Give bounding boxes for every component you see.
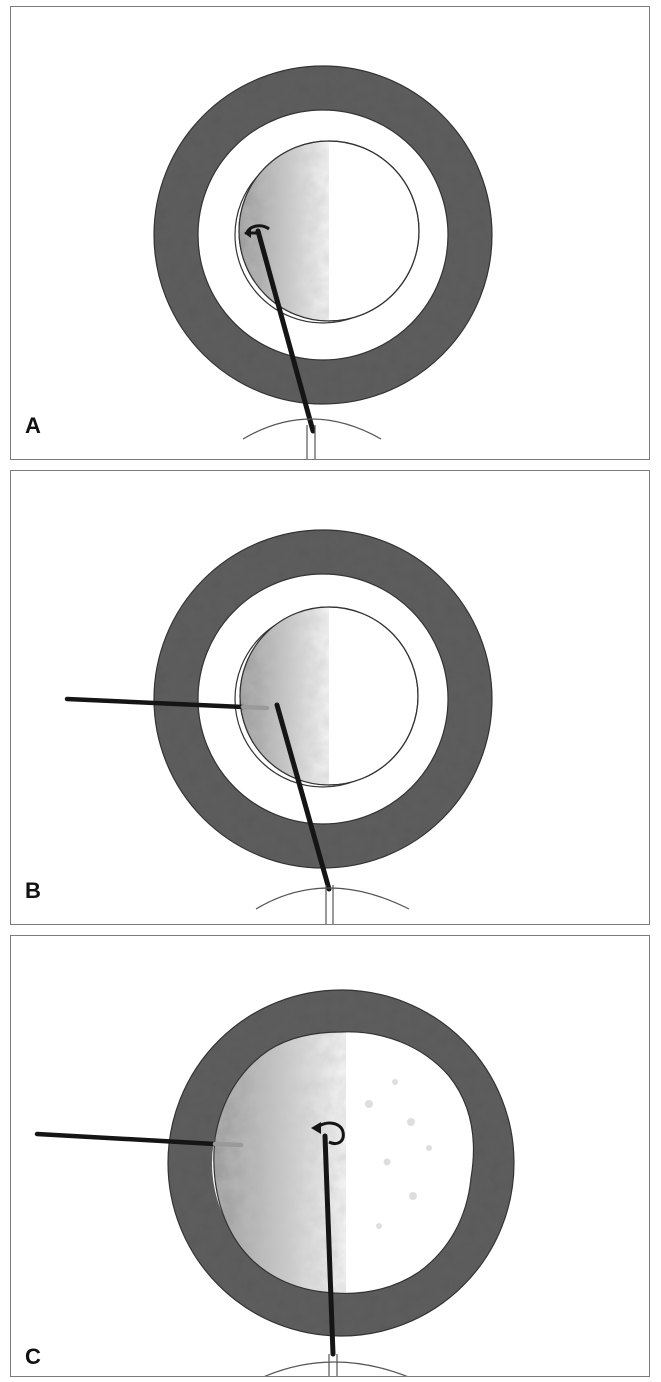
- panel-a: A: [10, 6, 650, 460]
- panel-c-illustration: [11, 936, 650, 1377]
- incision-port: [256, 885, 409, 925]
- lens-nucleus: [239, 141, 419, 321]
- panel-a-illustration: [11, 7, 650, 460]
- panel-c: C: [10, 935, 650, 1377]
- panel-label-b: B: [25, 880, 41, 902]
- panel-label-a: A: [25, 415, 41, 437]
- panel-label-c: C: [25, 1346, 41, 1368]
- lens-nucleus: [240, 607, 418, 785]
- panel-b: B: [10, 470, 650, 925]
- panel-b-illustration: [11, 471, 650, 925]
- incision-port: [261, 1354, 411, 1377]
